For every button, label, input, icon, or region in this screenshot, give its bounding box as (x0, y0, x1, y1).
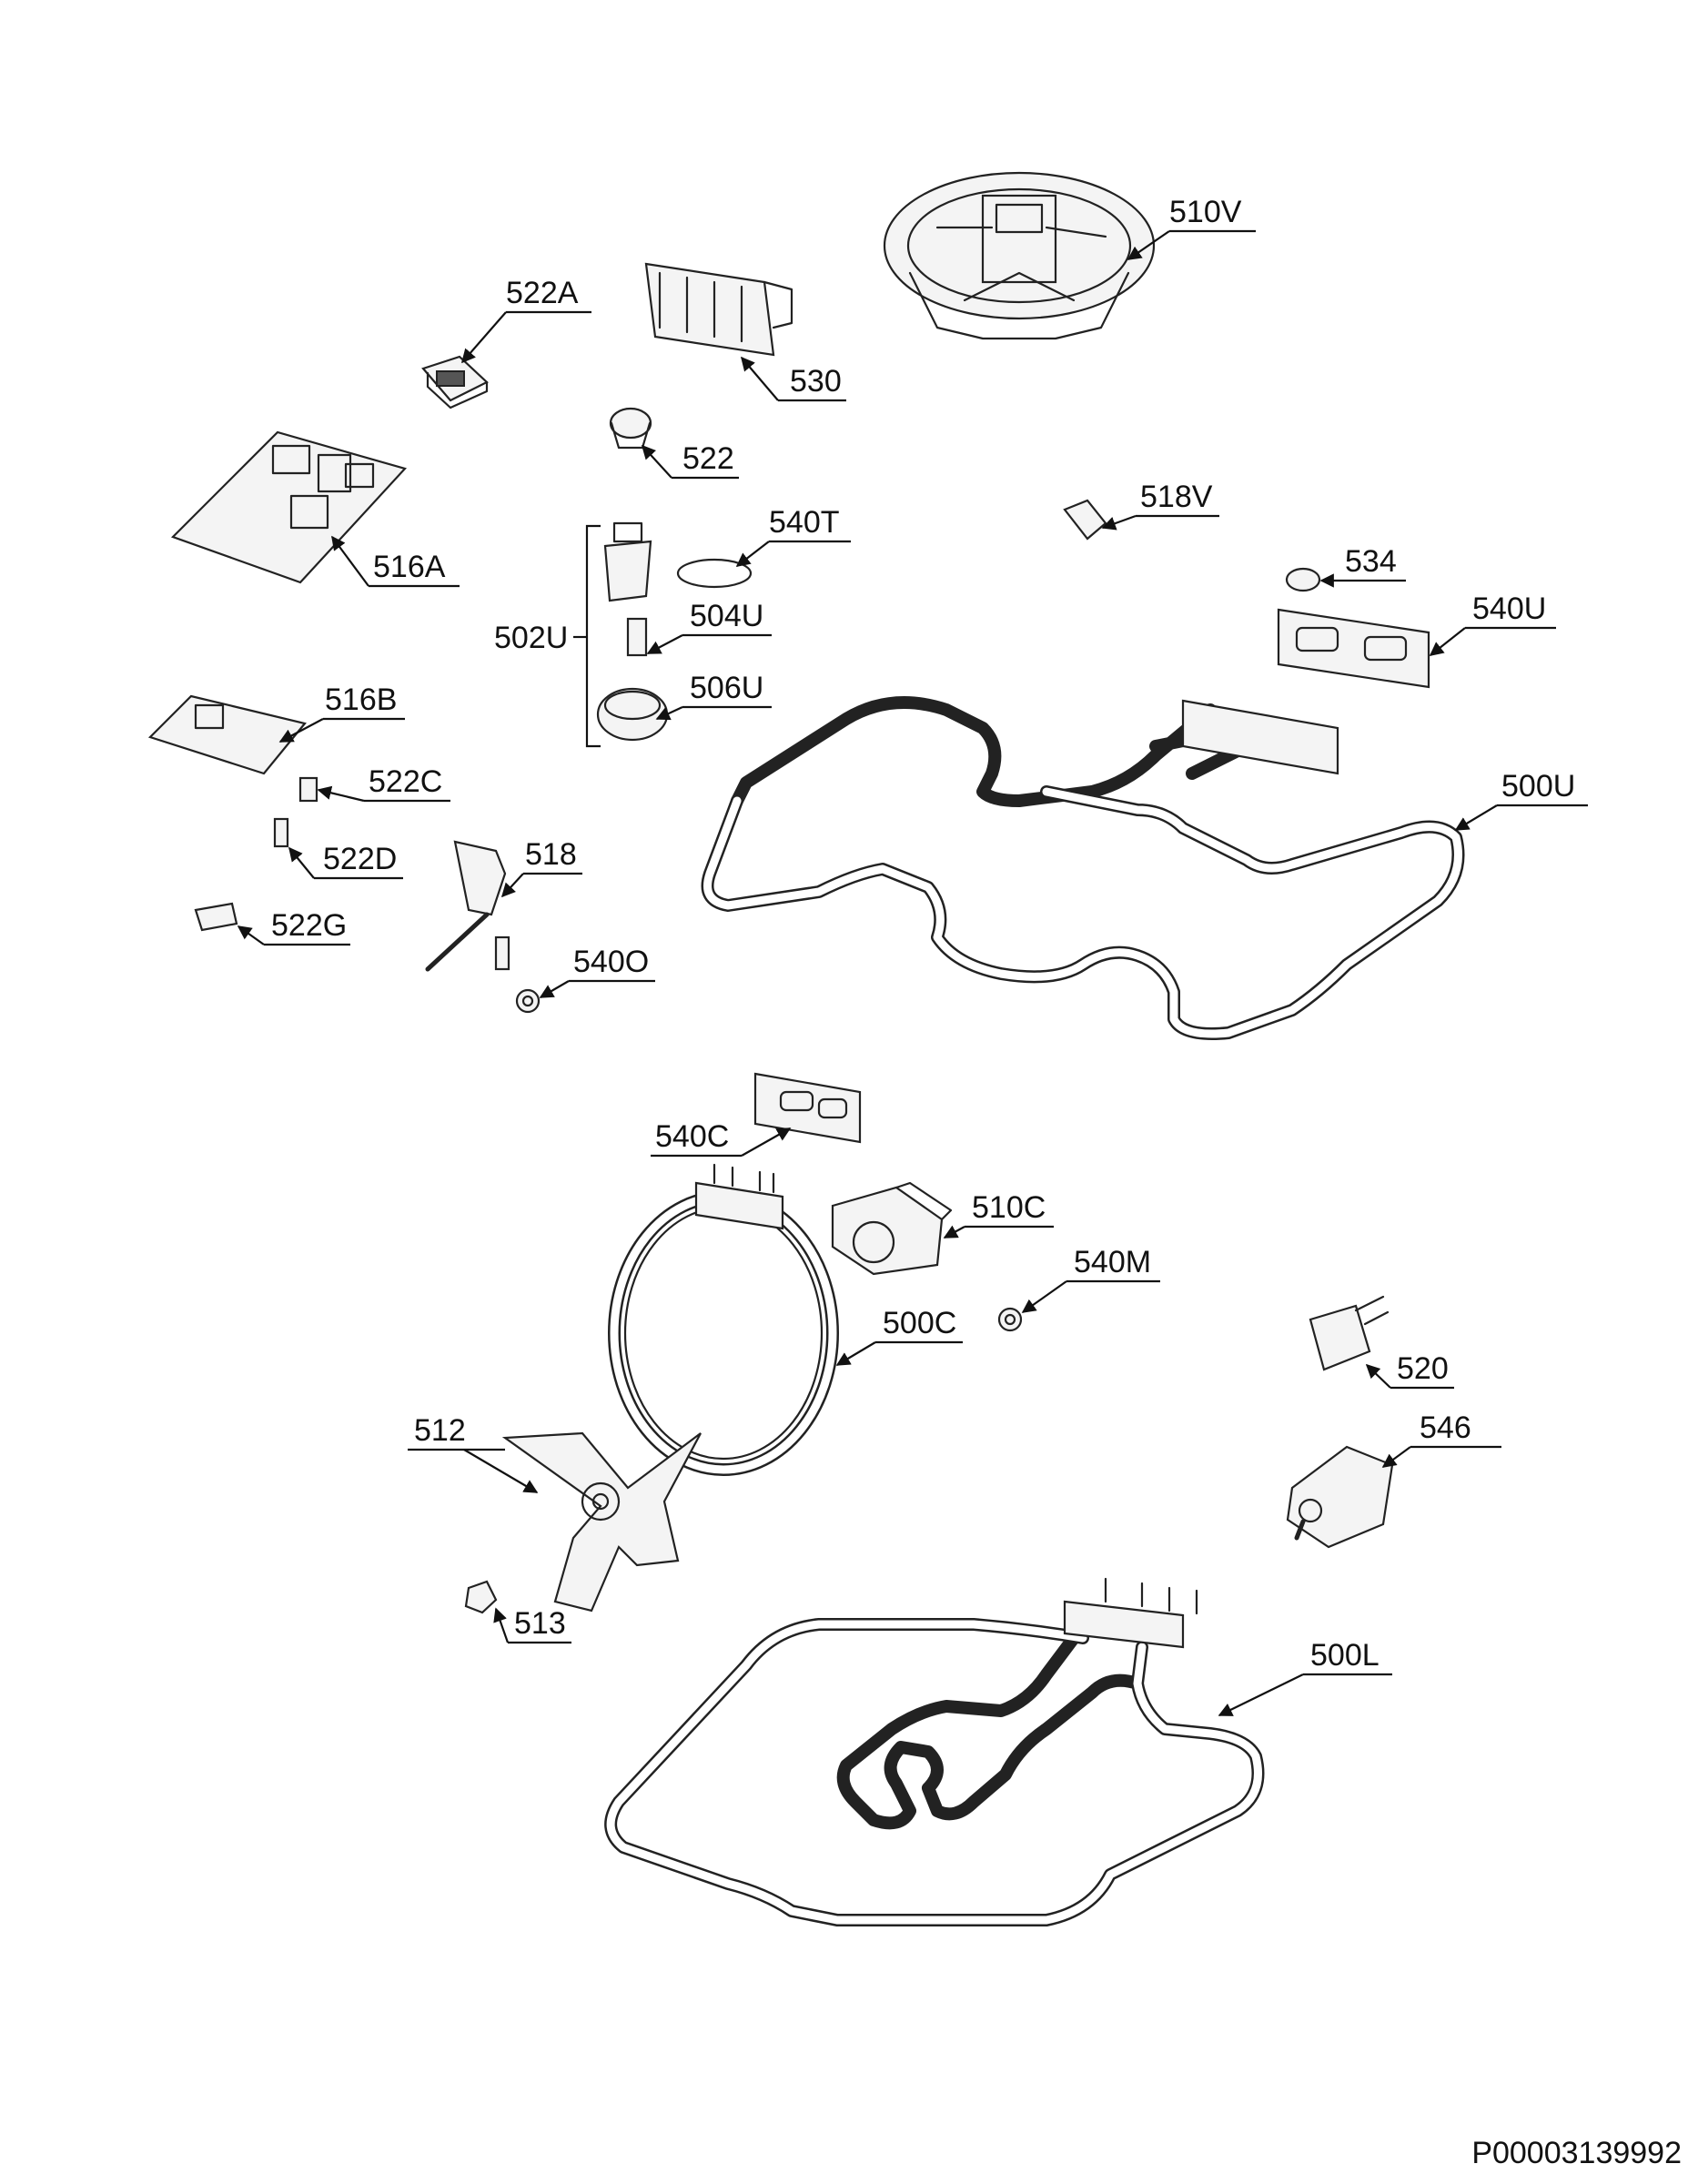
callout-504u: 504U (646, 599, 772, 654)
callout-label: 522C (369, 764, 442, 799)
callout-label: 520 (1397, 1351, 1449, 1386)
part-522g-clip (194, 902, 238, 932)
part-530-terminal-block (644, 262, 793, 357)
part-512-fan-blade (501, 1431, 702, 1613)
part-516b-board (147, 694, 307, 775)
callout-label: 534 (1345, 544, 1397, 579)
callout-530: 530 (741, 356, 846, 402)
callout-label: 522A (506, 276, 579, 310)
callout-522g: 522G (237, 908, 350, 946)
callout-label: 522D (323, 842, 397, 876)
part-546-thermal-cutout (1286, 1445, 1394, 1549)
callout-510v: 510V (1127, 195, 1256, 260)
callout-label: 506U (690, 671, 763, 705)
part-500u-top-heater (701, 696, 1465, 1040)
part-500l-bottom-heater (604, 1577, 1265, 1926)
callout-546: 546 (1381, 1410, 1501, 1468)
callout-522d: 522D (288, 842, 403, 880)
callout-522: 522 (641, 441, 739, 480)
part-540o-grommet (515, 988, 541, 1014)
callout-label: 540M (1074, 1245, 1151, 1279)
part-522-lamp-holder (609, 407, 652, 450)
callout-label: 500C (883, 1306, 956, 1340)
callout-500u: 500U (1454, 769, 1588, 831)
callout-502u: 502U (494, 621, 568, 655)
callout-label: 500U (1501, 769, 1575, 804)
callout-540o: 540O (539, 945, 655, 998)
callout-label: 513 (514, 1606, 566, 1641)
part-510c-fan-motor (831, 1181, 953, 1276)
callout-506u: 506U (655, 671, 772, 721)
part-522c-connector (298, 776, 318, 803)
callout-513: 513 (493, 1606, 571, 1644)
part-516a-control-board (170, 430, 408, 584)
callout-522c: 522C (317, 764, 450, 803)
callout-label: 540U (1472, 592, 1546, 626)
part-500c-circular-heater (608, 1163, 839, 1476)
part-520-door-switch (1309, 1295, 1390, 1371)
callout-540m: 540M (1021, 1245, 1160, 1313)
callout-522a: 522A (460, 276, 591, 364)
part-518v-clip (1063, 499, 1107, 541)
callout-label: 502U (494, 621, 568, 655)
callout-510c: 510C (943, 1190, 1054, 1239)
callout-label: 540C (655, 1119, 729, 1154)
part-540c-plate (753, 1072, 862, 1144)
callout-540c: 540C (651, 1119, 792, 1158)
callout-534: 534 (1319, 544, 1406, 588)
part-502u-lamp-assembly-bracket (573, 521, 669, 748)
callout-520: 520 (1365, 1351, 1454, 1390)
part-540u-plate (1277, 608, 1430, 689)
callout-label: 540O (573, 945, 649, 979)
part-518-thermostat-probe (425, 840, 510, 972)
callout-label: 500L (1310, 1638, 1380, 1673)
part-534-cap (1285, 567, 1321, 592)
callout-label: 530 (790, 364, 842, 399)
part-513-nut (464, 1580, 498, 1614)
callout-label: 522 (682, 441, 734, 476)
document-id: P00003139992 (1471, 2136, 1682, 2170)
callout-label: 510C (972, 1190, 1046, 1225)
callout-518: 518 (500, 837, 582, 898)
part-510v-fan-housing (883, 171, 1156, 340)
callout-label: 546 (1420, 1410, 1471, 1445)
callout-516a: 516A (331, 535, 460, 588)
callout-label: 516A (373, 550, 446, 584)
callout-label: 518 (525, 837, 577, 872)
callout-label: 516B (325, 682, 397, 717)
callout-label: 504U (690, 599, 763, 633)
callout-512: 512 (408, 1413, 539, 1493)
callout-540t: 540T (735, 505, 851, 567)
part-540m-grommet (997, 1307, 1023, 1332)
callout-516b: 516B (278, 682, 405, 743)
callout-500c: 500C (835, 1306, 963, 1366)
part-522a-switch (421, 355, 489, 410)
callout-label: 510V (1169, 195, 1242, 229)
callout-label: 522G (271, 908, 347, 943)
callout-label: 518V (1140, 480, 1213, 514)
callout-label: 540T (769, 505, 840, 540)
part-522d-connector (273, 817, 289, 848)
callout-518v: 518V (1101, 480, 1219, 531)
callout-label: 512 (414, 1413, 466, 1448)
part-540t-gasket (676, 558, 753, 589)
callout-500l: 500L (1218, 1638, 1392, 1716)
callout-540u: 540U (1429, 592, 1556, 656)
